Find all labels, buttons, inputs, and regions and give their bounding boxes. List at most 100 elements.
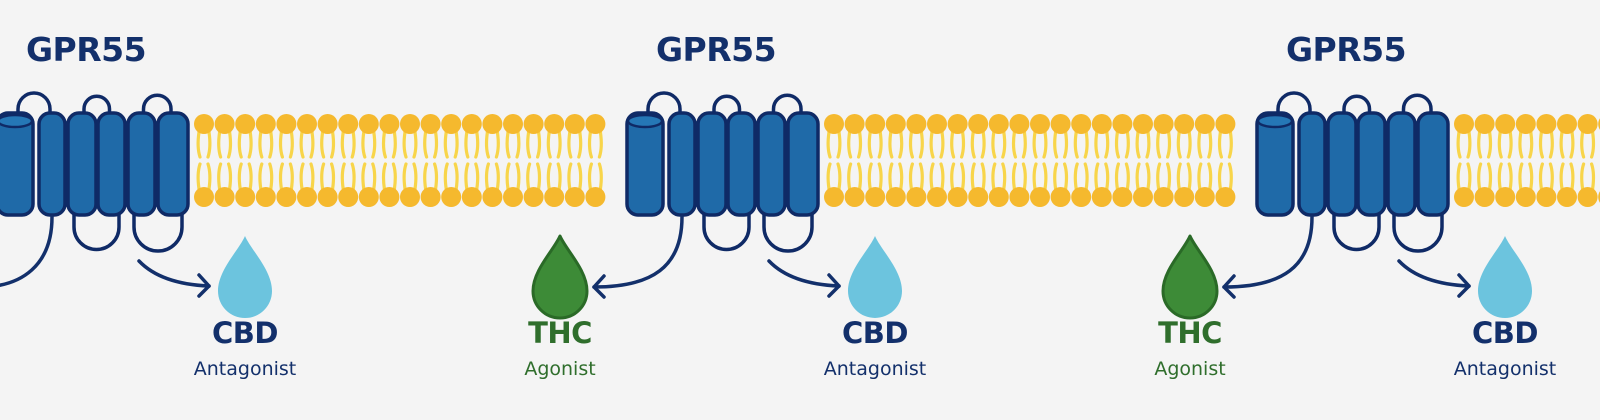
ligand-role-antagonist: Antagonist	[193, 358, 297, 380]
lipid-head	[1536, 114, 1557, 134]
lipid-tail	[1114, 162, 1130, 191]
lipid-tail	[1559, 130, 1575, 159]
transmembrane-helix	[667, 111, 697, 217]
arrow-head-icon	[197, 273, 211, 298]
lipid-tail	[1559, 162, 1575, 191]
lipid-tail	[217, 162, 233, 191]
agonist-arrow-offscreen	[0, 215, 54, 287]
lipid-tail	[567, 162, 583, 191]
transmembrane-helix	[1386, 111, 1417, 217]
lipid-head	[906, 114, 927, 134]
lipid-tail	[278, 162, 294, 191]
lipid-head	[338, 187, 359, 207]
phospholipid	[1495, 114, 1516, 207]
phospholipid	[1577, 114, 1598, 207]
phospholipid	[400, 114, 420, 207]
lipid-tail	[929, 130, 945, 159]
phospholipid	[947, 114, 968, 207]
transmembrane-helix	[1356, 111, 1387, 217]
lipid-head	[1153, 114, 1174, 134]
lipid-tail	[1456, 162, 1472, 191]
transmembrane-helix	[0, 111, 35, 217]
lipid-head	[214, 114, 235, 134]
lipid-tail	[258, 162, 274, 191]
lipid-tail	[1094, 130, 1110, 159]
ligand-role-antagonist: Antagonist	[823, 358, 927, 380]
lipid-head	[885, 114, 906, 134]
lipid-head	[544, 114, 565, 134]
lipid-tail	[484, 130, 500, 159]
lipid-tail	[1538, 162, 1554, 191]
transmembrane-helix	[156, 111, 190, 217]
lipid-tail	[320, 162, 336, 191]
transmembrane-helix	[37, 111, 67, 217]
extracellular-loop	[1276, 91, 1312, 119]
lipid-tail	[361, 130, 377, 159]
lipid-tail	[464, 130, 480, 159]
lipid-tail	[1114, 130, 1130, 159]
phospholipid	[1536, 114, 1557, 207]
lipid-tail	[1538, 130, 1554, 159]
transmembrane-helix	[756, 111, 787, 217]
phospholipid	[824, 114, 844, 207]
arrow-head-icon	[1222, 274, 1236, 299]
lipid-tail	[1032, 130, 1048, 159]
lipid-tail	[237, 162, 253, 191]
lipid-head	[1091, 187, 1112, 207]
phospholipid	[968, 114, 989, 207]
lipid-tail	[505, 162, 521, 191]
lipid-head	[1194, 187, 1215, 207]
lipid-tail	[423, 162, 439, 191]
phospholipid	[523, 114, 544, 207]
agonist-arrow	[1222, 215, 1314, 299]
lipid-head	[824, 114, 844, 134]
ligand-role-antagonist: Antagonist	[1453, 358, 1557, 380]
lipid-tail	[908, 162, 924, 191]
lipid-tail	[1518, 130, 1534, 159]
lipid-head	[885, 187, 906, 207]
phospholipid	[1474, 114, 1495, 207]
lipid-tail	[258, 130, 274, 159]
lipid-tail	[1135, 162, 1151, 191]
phospholipid	[865, 114, 886, 207]
extracellular-loop	[712, 94, 742, 119]
lipid-tail	[867, 162, 883, 191]
lipid-head	[441, 187, 462, 207]
lipid-head	[1112, 187, 1133, 207]
lipid-bilayer	[194, 114, 1600, 207]
lipid-tail	[1217, 130, 1233, 159]
lipid-head	[255, 114, 276, 134]
lipid-head	[276, 114, 297, 134]
lipid-head	[400, 187, 420, 207]
lipid-tail	[484, 162, 500, 191]
transmembrane-helix	[1416, 111, 1450, 217]
lipid-tail	[402, 162, 418, 191]
lipid-tail	[1580, 130, 1596, 159]
arrow-shaft	[137, 259, 211, 288]
lipid-tail	[443, 162, 459, 191]
lipid-head	[482, 187, 503, 207]
lipid-head	[1133, 114, 1153, 134]
lipid-tail	[1156, 162, 1172, 191]
phospholipid	[214, 114, 235, 207]
extracellular-loop	[771, 93, 803, 119]
lipid-head	[1515, 114, 1536, 134]
lipid-head	[1050, 114, 1071, 134]
lipid-head	[1112, 114, 1133, 134]
lipid-tail	[888, 130, 904, 159]
lipid-head	[503, 187, 523, 207]
ligand-name-thc: THC	[1158, 316, 1222, 350]
phospholipid	[927, 114, 947, 207]
lipid-tail	[1053, 162, 1069, 191]
lipid-head	[1009, 187, 1030, 207]
lipid-tail	[464, 162, 480, 191]
phospholipid	[885, 114, 906, 207]
phospholipid	[1091, 114, 1112, 207]
lipid-head	[1091, 114, 1112, 134]
phospholipid	[544, 114, 565, 207]
lipid-head	[255, 187, 276, 207]
lipid-head	[1495, 114, 1516, 134]
phospholipid	[585, 114, 606, 207]
